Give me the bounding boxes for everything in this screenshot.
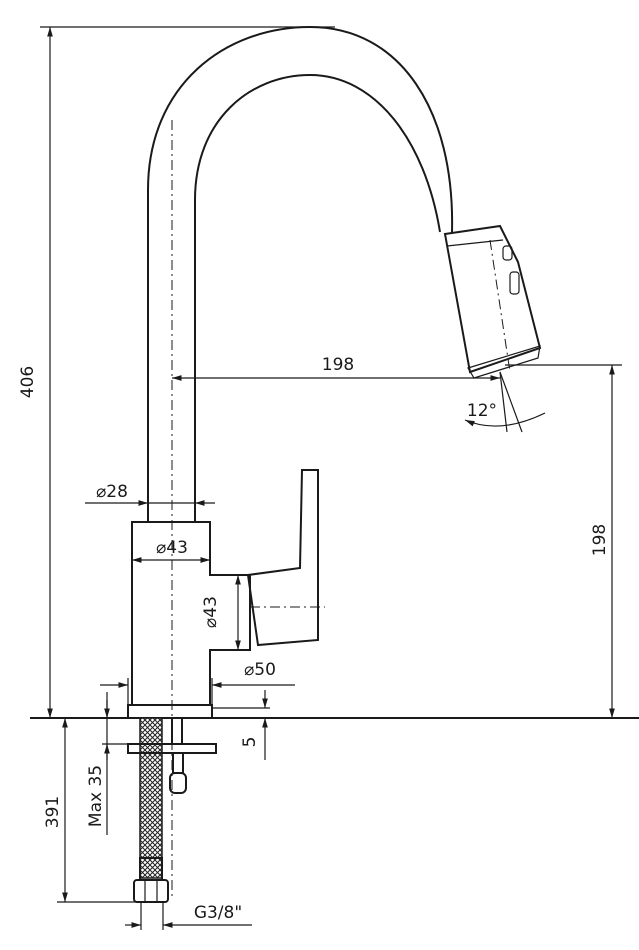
angle-arc bbox=[464, 412, 546, 427]
connection-thread-label: G3/8" bbox=[194, 903, 242, 923]
base-thickness-label: 5 bbox=[240, 737, 260, 748]
max-counter-thickness-label: Max 35 bbox=[86, 765, 106, 827]
lever-housing-diameter-label: ⌀43 bbox=[201, 596, 221, 628]
spout-diameter-label: ⌀28 bbox=[96, 482, 128, 502]
base-diameter-label: ⌀50 bbox=[244, 660, 276, 680]
spout-reach-label: 198 bbox=[322, 355, 354, 375]
mounting-hardware bbox=[127, 717, 217, 903]
spray-angle-label: 12° bbox=[467, 401, 497, 421]
spout bbox=[147, 25, 454, 522]
total-height-label: 406 bbox=[18, 366, 38, 398]
hose-length-label: 391 bbox=[43, 796, 63, 828]
faucet-body bbox=[127, 521, 325, 719]
lever-handle bbox=[246, 469, 319, 647]
spray-head bbox=[443, 224, 542, 379]
outlet-height-label: 198 bbox=[590, 524, 610, 556]
body-diameter-label: ⌀43 bbox=[156, 538, 188, 558]
